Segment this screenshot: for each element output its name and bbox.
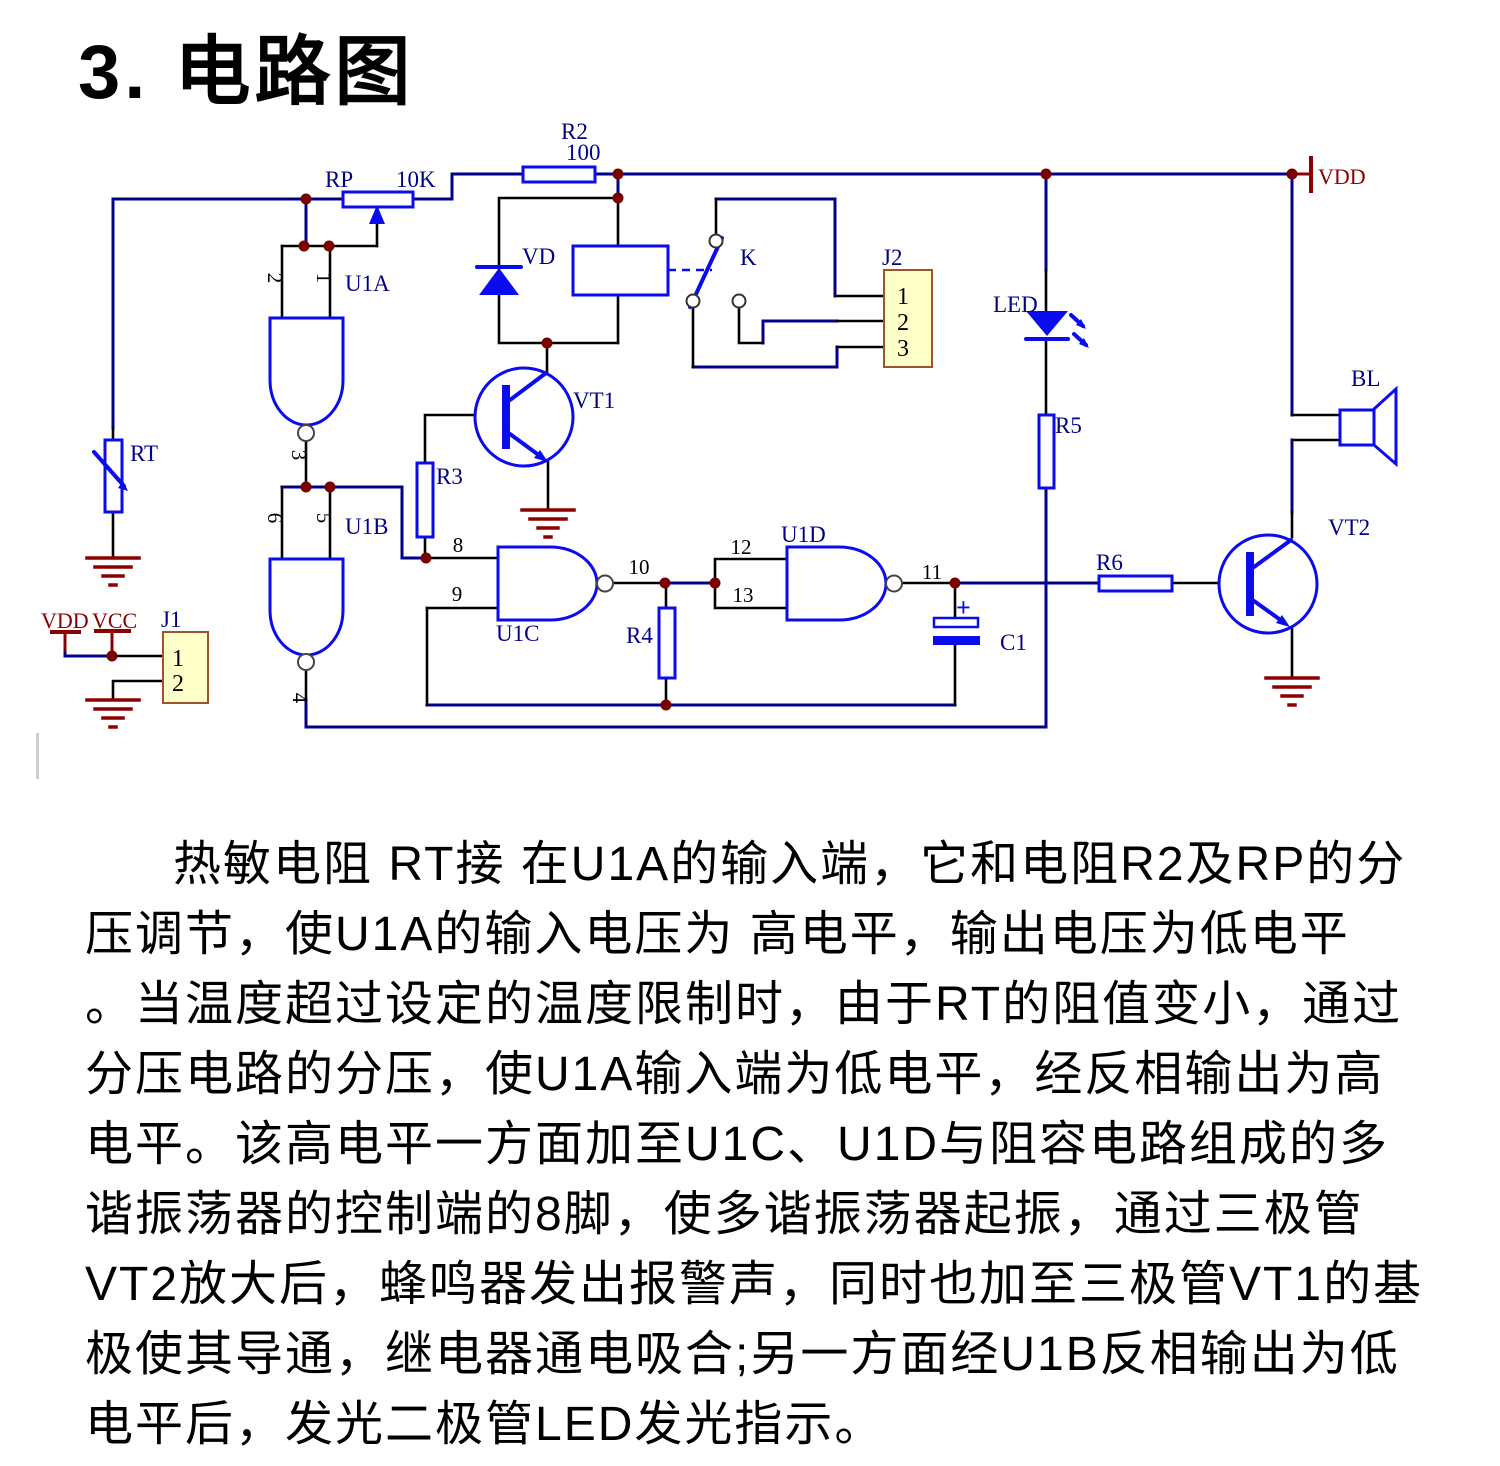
description-line: 谐振荡器的控制端的8脚，使多谐振荡器起振，通过三极管 (85, 1188, 1364, 1241)
vcc-symbol: VCC (92, 608, 137, 658)
relay-coil (571, 244, 712, 297)
speaker-bl: BL (1338, 366, 1398, 468)
u1a-label: U1A (345, 271, 390, 296)
vd-label: VD (522, 244, 555, 269)
page-margin-artifact (36, 733, 39, 779)
transistor-vt2: VT2 (1217, 515, 1370, 635)
resistor-r3: R3 (415, 461, 463, 539)
r2-label: R2 (561, 119, 588, 144)
resistor-r6: R6 (1096, 550, 1174, 593)
r2-value: 100 (566, 140, 601, 165)
u1c-label: U1C (496, 621, 539, 646)
capacitor-c1: + C1 (932, 593, 1027, 655)
junction-dots (106, 168, 1298, 711)
u1d-label: U1D (781, 522, 826, 547)
description-line: 电平。该高电平一方面加至U1C、U1D与阻容电路组成的多 (85, 1118, 1390, 1171)
c1-plus: + (956, 593, 971, 622)
led-label: LED (993, 292, 1038, 317)
u1d-pin12: 12 (731, 535, 752, 559)
transistor-vt1: VT1 (473, 366, 615, 468)
circuit-description: 热敏电阻 RT接 在U1A的输入端，它和电阻R2及RP的分 压调节，使U1A的输… (85, 830, 1430, 1460)
r6-label: R6 (1096, 550, 1123, 575)
connector-j2: J2 1 2 3 (882, 245, 933, 368)
r4-label: R4 (626, 623, 653, 648)
description-line: 热敏电阻 RT接 在U1A的输入端，它和电阻R2及RP的分 (173, 838, 1407, 891)
u1a-pin3: 3 (287, 450, 311, 461)
vdd-symbol-main: VDD (1290, 156, 1366, 193)
j2-label: J2 (882, 245, 902, 270)
potentiometer-rp: RP 10K (325, 167, 436, 224)
led: LED (993, 292, 1089, 348)
j1-label: J1 (161, 607, 181, 632)
c1-label: C1 (1000, 630, 1027, 655)
rp-label: RP (325, 167, 353, 192)
rt-label: RT (130, 441, 158, 466)
vt1-label: VT1 (573, 388, 615, 413)
j2-pin3: 3 (897, 336, 909, 362)
switch-k: K (685, 233, 757, 309)
j2-pin2: 2 (897, 310, 909, 336)
description-line: 电平后，发光二极管LED发光指示。 (85, 1398, 885, 1451)
resistor-r2: R2 100 (521, 119, 601, 184)
ground-j1 (85, 698, 141, 729)
ground-vt1 (520, 508, 576, 539)
resistor-r4: R4 (626, 606, 677, 680)
j2-pin1: 1 (897, 284, 909, 310)
ground-rt (85, 556, 141, 587)
vdd-main-label: VDD (1318, 164, 1366, 189)
u1c-pin8: 8 (453, 533, 464, 557)
u1c-pin9: 9 (452, 582, 463, 606)
ground-vt2 (1264, 676, 1320, 707)
vcc-label: VCC (92, 608, 137, 633)
u1b-pin6: 6 (263, 513, 287, 524)
u1c-pin10: 10 (629, 555, 650, 579)
description-line: 极使其导通，继电器通电吸合;另一方面经U1B反相输出为低 (85, 1328, 1400, 1381)
gate-u1b: U1B 6 5 4 (263, 513, 388, 704)
description-line: VT2放大后，蜂鸣器发出报警声，同时也加至三极管VT1的基 (85, 1258, 1424, 1311)
u1a-pin1: 1 (312, 273, 336, 284)
gate-u1a: U1A 2 1 3 (263, 271, 390, 460)
vdd-aux-label: VDD (41, 608, 89, 633)
page-title: 3. 电路图 (78, 30, 415, 115)
connector-j1: J1 1 2 (161, 607, 209, 704)
resistor-r5: R5 (1037, 413, 1082, 490)
k-label: K (740, 245, 757, 270)
u1d-pin11: 11 (922, 560, 942, 584)
vdd-symbol-aux: VDD (41, 608, 89, 652)
u1a-pin2: 2 (263, 273, 287, 284)
r3-label: R3 (436, 464, 463, 489)
gate-u1d: U1D 12 13 11 (731, 522, 942, 622)
wires (63, 172, 1313, 729)
u1b-label: U1B (345, 514, 388, 539)
u1b-pin5: 5 (312, 513, 336, 524)
circuit-diagram: VDD VDD VCC RT (41, 119, 1398, 729)
diode-vd: VD (475, 244, 555, 295)
u1d-pin13: 13 (733, 583, 754, 607)
description-line: 压调节，使U1A的输入电压为 高电平，输出电压为低电平 (85, 908, 1350, 961)
gate-u1c: U1C 8 9 10 (452, 533, 650, 646)
vt2-label: VT2 (1328, 515, 1370, 540)
bl-label: BL (1351, 366, 1380, 391)
component-leads (110, 196, 1342, 707)
description-line: 分压电路的分压，使U1A输入端为低电平，经反相输出为高 (85, 1048, 1385, 1101)
u1b-pin4: 4 (288, 693, 312, 704)
j1-pin2: 2 (172, 671, 184, 697)
thermistor-rt: RT (92, 438, 158, 514)
description-line: 。当温度超过设定的温度限制时，由于RT的阻值变小，通过 (85, 978, 1403, 1031)
r5-label: R5 (1055, 413, 1082, 438)
j1-pin1: 1 (172, 646, 184, 672)
rp-value: 10K (396, 167, 436, 192)
